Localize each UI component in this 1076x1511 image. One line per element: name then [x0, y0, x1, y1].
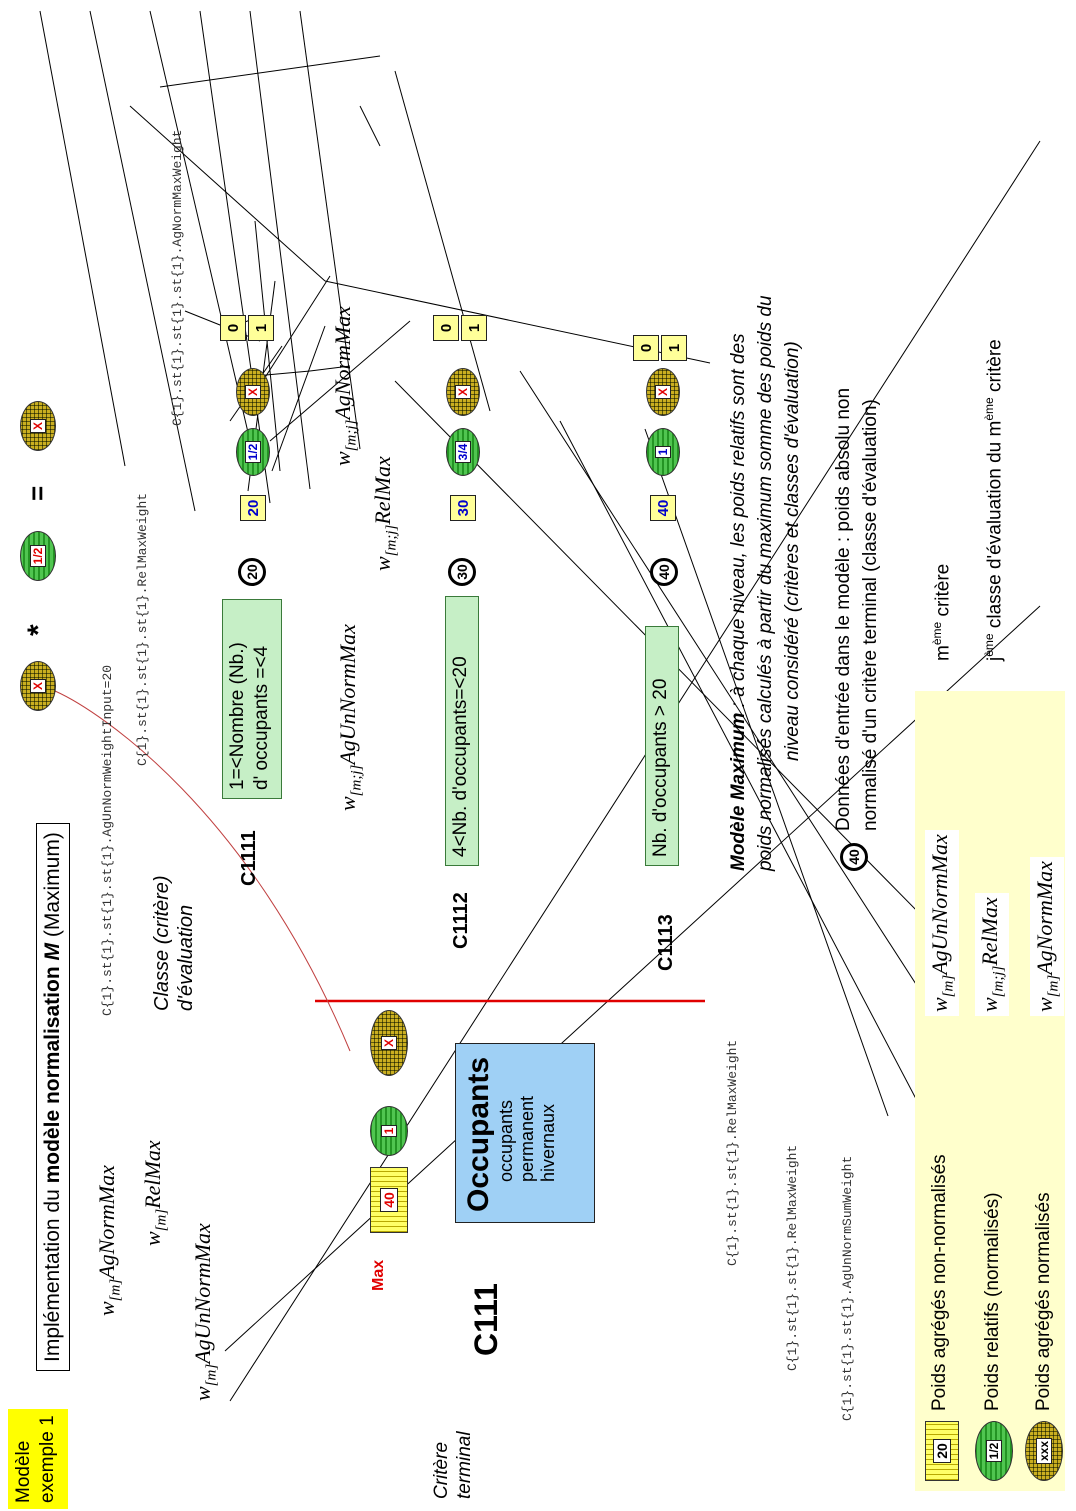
badge-line-2: exemple 1	[37, 1415, 58, 1503]
class-code-c1113: C1113	[655, 914, 677, 971]
c111-rel-ellipse: 1	[370, 1106, 408, 1156]
c111-agg-value: X	[381, 1036, 397, 1051]
formula-mid-value: 1/2	[30, 544, 46, 568]
note-maximum-title: Modèle Maximum	[728, 712, 749, 871]
formula-equals: =	[22, 485, 52, 501]
math-agnormmax-class: w[m;j]AgNormMax	[330, 305, 360, 466]
class-label: Classe (critère)d'évaluation	[151, 875, 197, 1011]
formula-right-value: X	[30, 419, 46, 434]
class-b1-c1113: 1	[661, 335, 687, 361]
legend-j-explain: jème classe d'évaluation du mème critère	[982, 339, 1006, 661]
code-agnormmax-top: C{1}.st{1}.st{1}.st{1}.AgNormMaxWeight	[170, 129, 185, 426]
class-code-c1111: C1111	[238, 830, 260, 886]
math-agunnormmax-class: w[m;j]AgUnNormMax	[335, 624, 365, 811]
note-maximum: Modèle Maximum : à chaque niveau, les po…	[728, 295, 803, 871]
class-b1-c1112: 1	[461, 315, 487, 341]
class-rel-ellipse-c1113: 1	[646, 428, 680, 476]
class-code-c1112: C1112	[450, 892, 472, 949]
criterion-code-c111: C111	[468, 1283, 504, 1356]
class-square-c1112: 30	[450, 495, 476, 521]
legend-olive-ellipse: xxx	[1025, 1421, 1063, 1481]
class-square-c1111: 20	[240, 495, 266, 521]
math-agunnormmax-left: w[m]AgUnNormMax	[190, 1223, 220, 1401]
c111-bar: 40	[370, 1167, 408, 1233]
formula-mid-ellipse: 1/2	[20, 531, 56, 581]
class-circle-c1113: 40	[650, 558, 678, 586]
legend-m-explain: mème critère	[930, 563, 954, 661]
c111-bar-value: 40	[380, 1188, 398, 1212]
occupants-line-2: permanent	[517, 1095, 537, 1182]
class-circle-c1111: 20	[238, 558, 266, 586]
note-input-circle: 40	[840, 843, 868, 871]
class-box-c1112: 4<Nb. d'occupants=<20	[445, 596, 479, 866]
legend-item-2: Poids relatifs (normalisés)	[982, 1192, 1003, 1411]
legend-item-3: Poids agrégés normalisés	[1033, 1192, 1054, 1411]
occupants-line-3: hivernaux	[538, 1103, 558, 1182]
class-agg-ellipse-c1111: X	[236, 368, 270, 416]
legend-math-relmax: w[m;j]RelMax	[975, 893, 1010, 1016]
class-b0-c1113: 0	[633, 335, 659, 361]
class-box-c1111: 1=<Nombre (Nb.)d' occupants =<4	[222, 599, 282, 799]
math-relmax-left: w[m]RelMax	[140, 1140, 170, 1246]
class-rel-ellipse-c1112: 3/4	[446, 428, 480, 476]
formula-left-ellipse: X	[20, 661, 56, 711]
page-title: Implémentation du modèle normalisation M…	[36, 823, 70, 1371]
occupants-line-1: occupants	[496, 1099, 516, 1182]
class-box-c1113: Nb. d'occupants > 20	[645, 626, 679, 866]
formula-right-ellipse: X	[20, 401, 56, 451]
title-suffix: (Maximum)	[41, 832, 64, 943]
legend-item-1: Poids agrégés non-normalisés	[929, 1154, 950, 1411]
class-b0-c1111: 0	[220, 315, 246, 341]
legend-math-agunnormmax: w[m]AgUnNormMax	[925, 830, 960, 1016]
code-relmax-top: C{1}.st{1}.st{1}.st{1}.RelMaxWeight	[135, 492, 150, 766]
class-agg-ellipse-c1113: X	[646, 368, 680, 416]
c111-rel-value: 1	[381, 1124, 397, 1138]
legend-bar: 20	[925, 1421, 959, 1481]
max-label: Max	[370, 1259, 387, 1291]
title-m: M	[41, 943, 64, 961]
formula-times: *	[22, 624, 55, 636]
formula-left-value: X	[30, 679, 46, 694]
code-relmax-bottom: C{1}.st{1}.st{1}.RelMaxWeight	[725, 1039, 740, 1266]
legend-math-agnormmax: w[m]AgNormMax	[1030, 857, 1065, 1016]
class-circle-c1112: 30	[448, 558, 476, 586]
math-agnormmax-left: w[m]AgNormMax	[94, 1165, 124, 1316]
legend-green-ellipse: 1/2	[975, 1421, 1013, 1481]
occupants-box: Occupants occupants permanent hivernaux	[455, 1043, 595, 1223]
code-relmax-bottom2: C{1}.st{1}.st{1}.RelMaxWeight	[785, 1144, 800, 1371]
title-prefix: Implémentation du	[41, 1183, 64, 1362]
class-rel-ellipse-c1111: 1/2	[236, 428, 270, 476]
class-b0-c1112: 0	[433, 315, 459, 341]
class-square-c1113: 40	[650, 495, 676, 521]
c111-agg-ellipse: X	[370, 1010, 408, 1076]
model-badge: Modèle exemple 1	[8, 1409, 68, 1509]
occupants-title: Occupants	[462, 1056, 495, 1212]
code-weightinput: C{1}.st{1}.st{1}.st{1}.AgUnNormWeightInp…	[100, 664, 115, 1016]
class-agg-ellipse-c1112: X	[446, 368, 480, 416]
class-b1-c1111: 1	[248, 315, 274, 341]
math-relmax-class: w[m;j]RelMax	[370, 456, 400, 571]
badge-line-1: Modèle	[13, 1440, 34, 1503]
code-sumweight: C{1}.st{1}.st{1}.AgUnNormSumWeight	[840, 1155, 855, 1421]
note-input: Données d'entrée dans le modèle : poids …	[833, 387, 881, 831]
title-bold: modèle normalisation	[41, 960, 64, 1184]
